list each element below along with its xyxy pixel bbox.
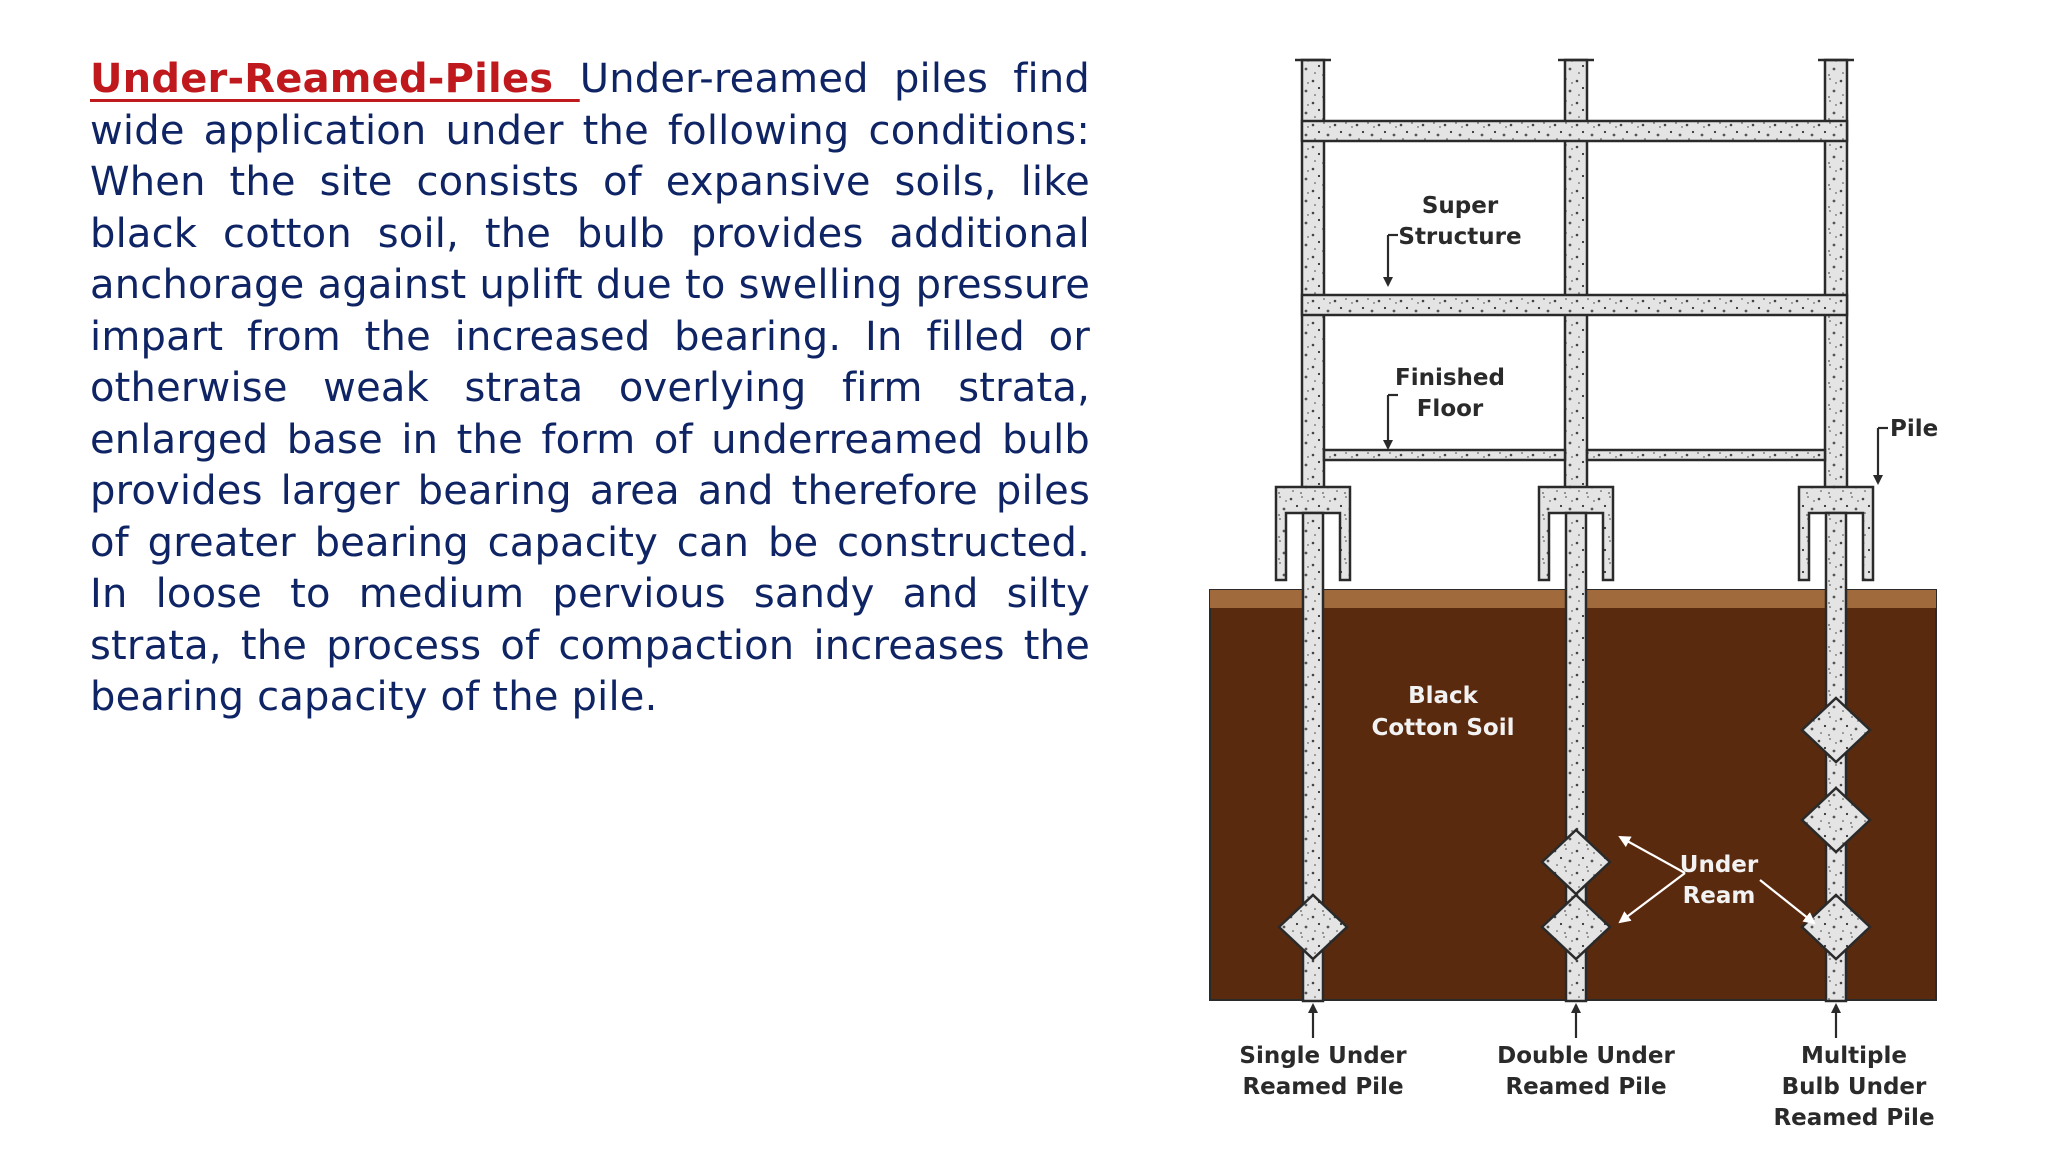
label-multiple-3: Reamed Pile	[1773, 1105, 1934, 1131]
bulb-multiple-2	[1800, 786, 1872, 854]
body-text: Under-reamed piles find wide application…	[90, 56, 1090, 720]
under-reamed-pile-diagram: Super Structure Finished Floor Pile Cap …	[1209, 58, 1940, 1131]
superstructure-frame	[1295, 58, 1854, 492]
pile-cap-right	[1797, 485, 1875, 582]
label-super: Super	[1422, 193, 1499, 219]
pile-cap-left	[1274, 485, 1352, 582]
leader-lines	[1308, 233, 1888, 1038]
piles	[1277, 511, 1872, 1003]
label-under: Under	[1680, 852, 1759, 878]
label-multiple-1: Multiple	[1801, 1043, 1907, 1069]
label-finished: Finished	[1395, 365, 1505, 391]
bulb-double-2	[1540, 893, 1612, 961]
under-ream-arrow-3	[1759, 879, 1816, 925]
heading: Under-Reamed-Piles	[90, 56, 580, 102]
label-cotton-soil: Cotton Soil	[1372, 715, 1515, 741]
under-ream-arrow-2	[1618, 872, 1686, 924]
label-black: Black	[1408, 683, 1479, 709]
pile-caps	[1274, 485, 1875, 582]
label-double-1: Double Under	[1497, 1043, 1675, 1069]
label-multiple-2: Bulb Under	[1782, 1074, 1927, 1100]
label-double-2: Reamed Pile	[1505, 1074, 1666, 1100]
floor-slab-right	[1585, 448, 1827, 462]
floor-slab-left	[1322, 448, 1567, 462]
under-ream-arrows	[1618, 836, 1816, 925]
beam-middle	[1300, 293, 1849, 317]
pile-cap-middle	[1537, 485, 1615, 582]
diagram-labels: Super Structure Finished Floor Pile Cap …	[1239, 193, 1940, 1131]
pile-shaft-single	[1301, 511, 1325, 1003]
label-structure: Structure	[1398, 224, 1521, 250]
bulb-multiple-1	[1800, 696, 1872, 764]
label-single-2: Reamed Pile	[1242, 1074, 1403, 1100]
label-single-1: Single Under	[1239, 1043, 1407, 1069]
label-ream: Ream	[1683, 883, 1756, 909]
slide-text: Under-Reamed-Piles Under-reamed piles fi…	[90, 54, 1090, 724]
label-floor: Floor	[1417, 396, 1484, 422]
bulb-single	[1277, 893, 1349, 961]
under-ream-arrow-1	[1618, 836, 1686, 874]
beam-roof	[1300, 119, 1849, 143]
label-pile-cap: Pile Cap	[1890, 416, 1940, 442]
